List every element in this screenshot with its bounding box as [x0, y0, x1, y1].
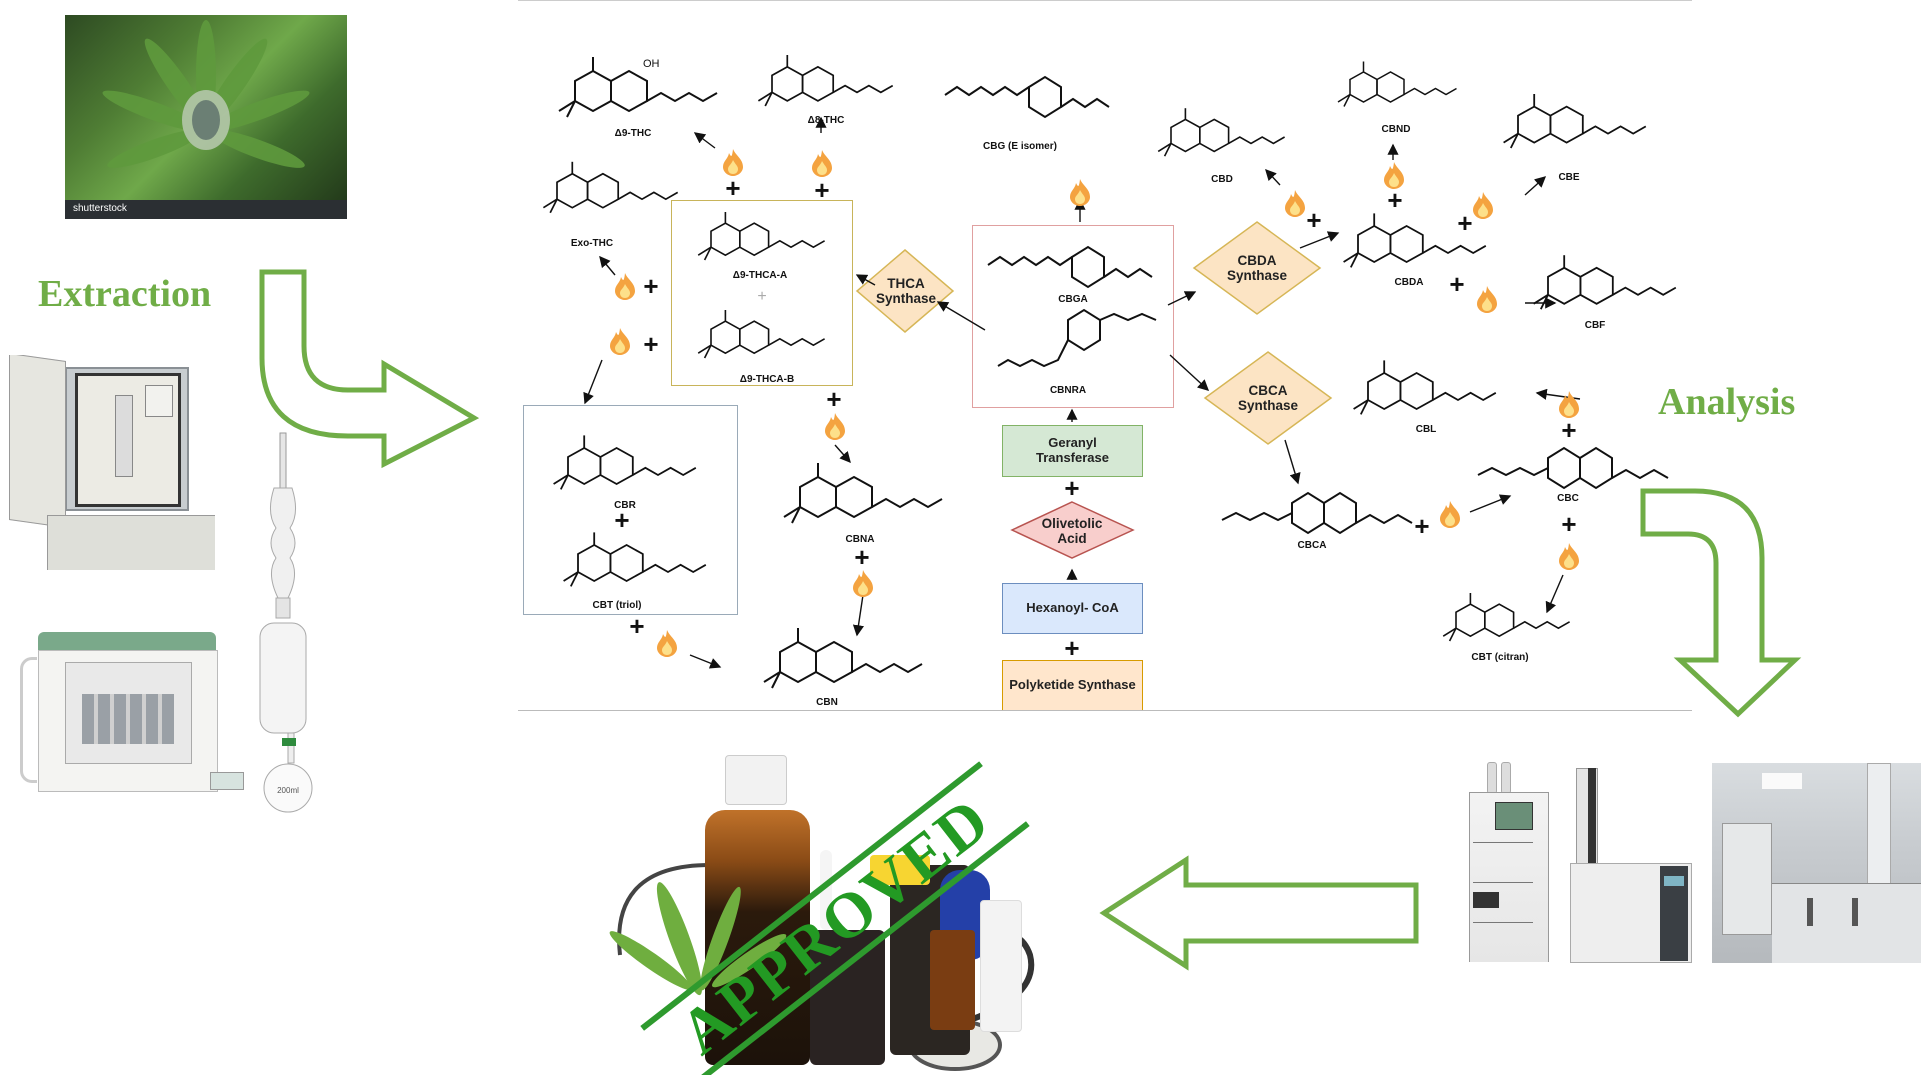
molecule-d9-thc: OH [558, 56, 718, 118]
flame-icon [1070, 179, 1090, 206]
molecule-cbga [987, 245, 1153, 289]
label-cbg: CBG (E isomer) [983, 141, 1057, 152]
label-cbda: CBDA [1394, 277, 1424, 288]
label-d9-thc: Δ9-THC [614, 128, 652, 139]
approved-products-photo: APPROVED [600, 755, 1070, 1075]
cbda-synthase-diamond [1192, 221, 1322, 315]
flame-icon [812, 150, 832, 177]
plus-sign: + [1064, 633, 1080, 663]
gc-instrument-photo [1568, 768, 1693, 963]
plus-sign: + [814, 175, 830, 205]
label-cbt-citran: CBT (citran) [1471, 652, 1529, 663]
cbga-box [972, 225, 1174, 408]
plus-sign: + [1387, 185, 1403, 215]
flame-icon [1559, 391, 1579, 418]
cannabis-plant-photo: shutterstock [65, 15, 347, 219]
lab-room-photo [1712, 763, 1921, 963]
flame-icon [825, 413, 845, 440]
molecule-cbc [1477, 446, 1669, 490]
plus-sign: + [1449, 269, 1465, 299]
extraction-arrow-icon [259, 269, 480, 469]
watermark-bar: shutterstock [65, 200, 347, 219]
flame-icon [610, 328, 630, 355]
geranyl-label-line1: Geranyl [1048, 435, 1097, 451]
molecule-cbca [1221, 491, 1413, 535]
flame-icon [1440, 501, 1460, 528]
plus-sign: + [854, 542, 870, 572]
label-cbf: CBF [1584, 320, 1606, 331]
molecule-cbg [944, 75, 1110, 119]
label-d9-thca-b: Δ9-THCA-B [739, 374, 795, 385]
plus-sign: + [643, 329, 659, 359]
plus-sign: + [1457, 208, 1473, 238]
plus-sign: + [1064, 473, 1080, 503]
plus-sign: + [725, 173, 741, 203]
label-cbd: CBD [1211, 174, 1233, 185]
hplc-instrument-photo [1465, 762, 1550, 962]
plus-sign: + [1306, 205, 1322, 235]
label-d9-thca-a: Δ9-THCA-A [732, 270, 788, 281]
label-cbna: CBNA [845, 534, 875, 545]
plus-sign: + [614, 505, 630, 535]
label-cbnd: CBND [1381, 124, 1411, 135]
flame-icon [723, 149, 743, 176]
geranyl-label-line2: Transferase [1036, 450, 1109, 465]
plus-sign: + [629, 611, 645, 641]
hexanoyl-coa-node: Hexanoyl- CoA [1002, 583, 1143, 634]
label-cbe: CBE [1558, 172, 1580, 183]
cannabis-leaf-icon [609, 882, 787, 996]
watermark-text: shutterstock [73, 203, 127, 214]
plus-sign: + [757, 288, 767, 305]
analysis-label: Analysis [1658, 381, 1796, 423]
diagram-bottom-line [518, 710, 1692, 711]
analysis-arrow-icon [1640, 488, 1802, 718]
label-cbnra: CBNRA [1049, 385, 1087, 396]
flame-icon [1384, 162, 1404, 189]
soxhlet-apparatus-icon: 200ml [259, 432, 313, 813]
flame-icon [853, 570, 873, 597]
label-cbl: CBL [1415, 424, 1437, 435]
plus-sign: + [1561, 415, 1577, 445]
cbca-synthase-diamond [1203, 351, 1333, 445]
microwave-extractor-photo [20, 632, 245, 802]
flask-label: 200ml [277, 786, 299, 795]
plus-sign: + [1414, 511, 1430, 541]
supercritical-extractor-photo [5, 355, 215, 570]
flame-icon [1285, 190, 1305, 217]
oh-label: OH [643, 58, 660, 70]
thca-synthase-diamond [855, 249, 955, 333]
label-exo-thc: Exo-THC [570, 238, 614, 249]
extraction-label: Extraction [38, 273, 212, 315]
cbr-box [523, 405, 738, 615]
approval-arrow-icon [1099, 855, 1419, 971]
thca-box [671, 200, 853, 386]
plus-sign: + [826, 384, 842, 414]
flame-icon [1473, 192, 1493, 219]
polyketide-synthase-node: Polyketide Synthase [1002, 660, 1143, 710]
flame-icon [615, 273, 635, 300]
label-cbr: CBR [614, 500, 636, 511]
diagram-top-line [518, 0, 1692, 1]
flame-icon [657, 630, 677, 657]
label-cbc: CBC [1557, 493, 1579, 504]
label-cbga: CBGA [1058, 294, 1088, 305]
molecule-cbnra [997, 308, 1157, 368]
label-cbt-triol: CBT (triol) [592, 600, 642, 611]
plus-sign: + [643, 271, 659, 301]
flame-icon [1559, 543, 1579, 570]
flame-icon [1477, 286, 1497, 313]
plus-sign: + [1561, 509, 1577, 539]
olivetolic-acid-diamond [1010, 501, 1135, 559]
label-cbn: CBN [816, 697, 838, 708]
label-cbca: CBCA [1297, 540, 1327, 551]
cannabis-leaves-graphic [102, 20, 310, 168]
